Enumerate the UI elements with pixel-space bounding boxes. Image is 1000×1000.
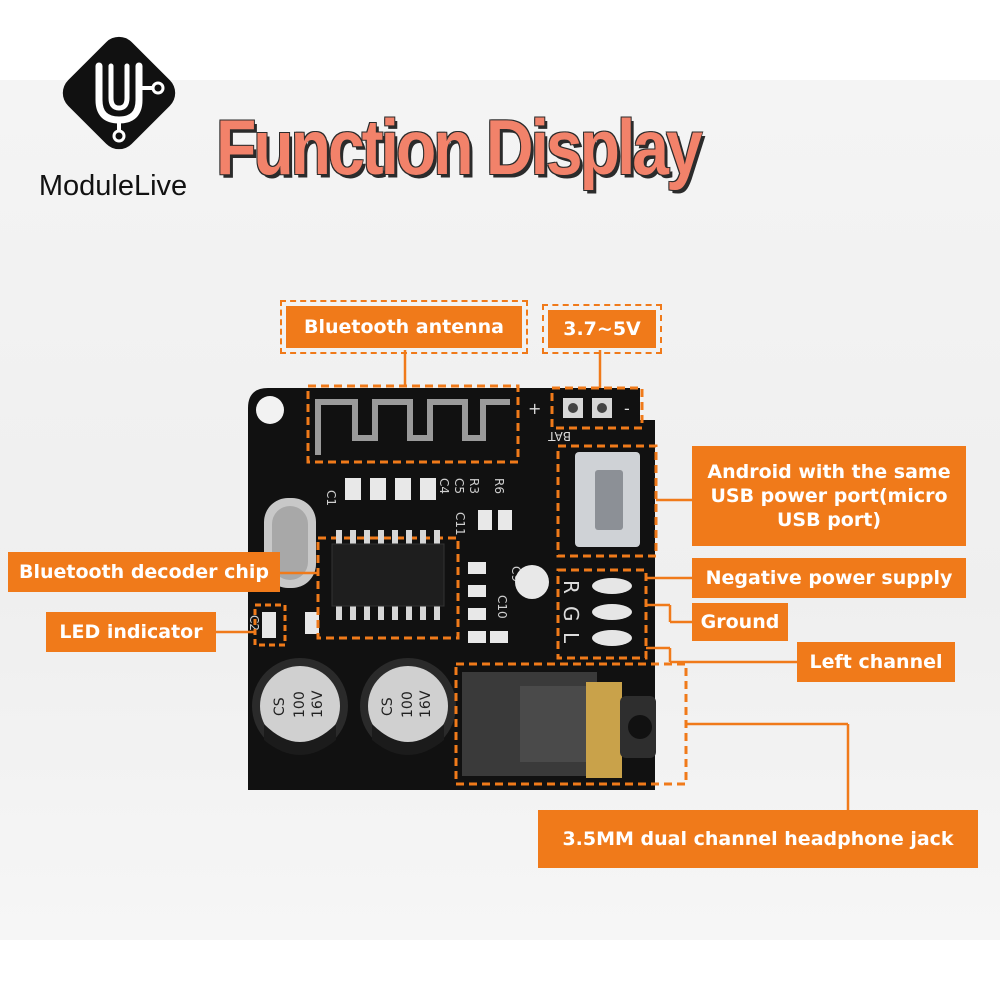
silk-c10: C10 xyxy=(495,595,509,619)
silk-pin-l: L xyxy=(559,632,583,644)
silk-r6: R6 xyxy=(492,478,506,494)
battery-pads-box xyxy=(550,386,644,430)
label-usb-line2: USB power port(micro xyxy=(710,485,948,507)
silk-minus: - xyxy=(624,399,630,418)
capacitor-1: CS 100 16V xyxy=(252,658,348,755)
label-negative-power: Negative power supply xyxy=(692,558,966,598)
silk-pin-g: G xyxy=(559,606,583,622)
usb-circuit-icon xyxy=(62,36,176,150)
cap1-text3: 16V xyxy=(310,690,326,718)
capacitor-2: CS 100 16V xyxy=(360,658,456,755)
headphone-jack-shell xyxy=(586,682,622,778)
page-title: Function Display xyxy=(216,103,703,191)
label-usb-line1: Android with the same xyxy=(707,461,951,483)
antenna-trace xyxy=(315,399,510,455)
smd-components xyxy=(262,478,512,643)
brand-name-part1: Module xyxy=(38,170,134,202)
audio-pins xyxy=(592,578,632,646)
silk-bat: BAT xyxy=(547,429,571,443)
cap1-text1: CS xyxy=(272,697,288,716)
led-box xyxy=(253,603,287,647)
mounting-hole xyxy=(256,396,284,424)
decoder-chip xyxy=(331,543,445,607)
chip-pins xyxy=(336,530,440,620)
label-led-indicator: LED indicator xyxy=(46,612,216,652)
label-usb-line3: USB port) xyxy=(777,509,881,531)
silk-c5: C5 xyxy=(452,478,466,494)
label-left-channel: Left channel xyxy=(797,642,955,682)
label-ground: Ground xyxy=(692,603,788,641)
silk-c11: C11 xyxy=(453,512,467,536)
crystal-oscillator-inner xyxy=(272,506,308,580)
battery-pad-minus-hole xyxy=(597,403,607,413)
brand-name: ModuleLive xyxy=(18,170,208,203)
silk-c1: C1 xyxy=(324,490,338,506)
brand-logo: ModuleLive xyxy=(18,22,208,202)
label-voltage: 3.7~5V xyxy=(542,304,662,354)
audio-pins-box xyxy=(556,568,648,660)
headphone-jack-hole xyxy=(628,715,652,739)
antenna-box xyxy=(306,384,520,464)
label-usb-port: Android with the same USB power port(mic… xyxy=(692,446,966,546)
cap2-text3: 16V xyxy=(418,690,434,718)
headphone-jack-face xyxy=(520,686,588,762)
brand-name-part2: Live xyxy=(133,170,188,202)
silk-plus: + xyxy=(528,399,541,418)
cap2-text1: CS xyxy=(380,697,396,716)
label-decoder-chip: Bluetooth decoder chip xyxy=(8,552,280,592)
leader-lines xyxy=(216,350,850,810)
test-pad xyxy=(515,565,549,599)
cap1-text2: 100 xyxy=(292,691,308,718)
silk-r3: R3 xyxy=(467,478,481,494)
cap2-text2: 100 xyxy=(400,691,416,718)
label-bluetooth-antenna: Bluetooth antenna xyxy=(280,300,528,354)
micro-usb-opening xyxy=(595,470,623,530)
silk-pin-r: R xyxy=(559,580,583,594)
battery-pad-plus-hole xyxy=(568,403,578,413)
decoder-chip-box xyxy=(316,536,460,640)
silk-c4: C4 xyxy=(437,478,451,494)
label-headphone-jack: 3.5MM dual channel headphone jack xyxy=(538,810,978,868)
